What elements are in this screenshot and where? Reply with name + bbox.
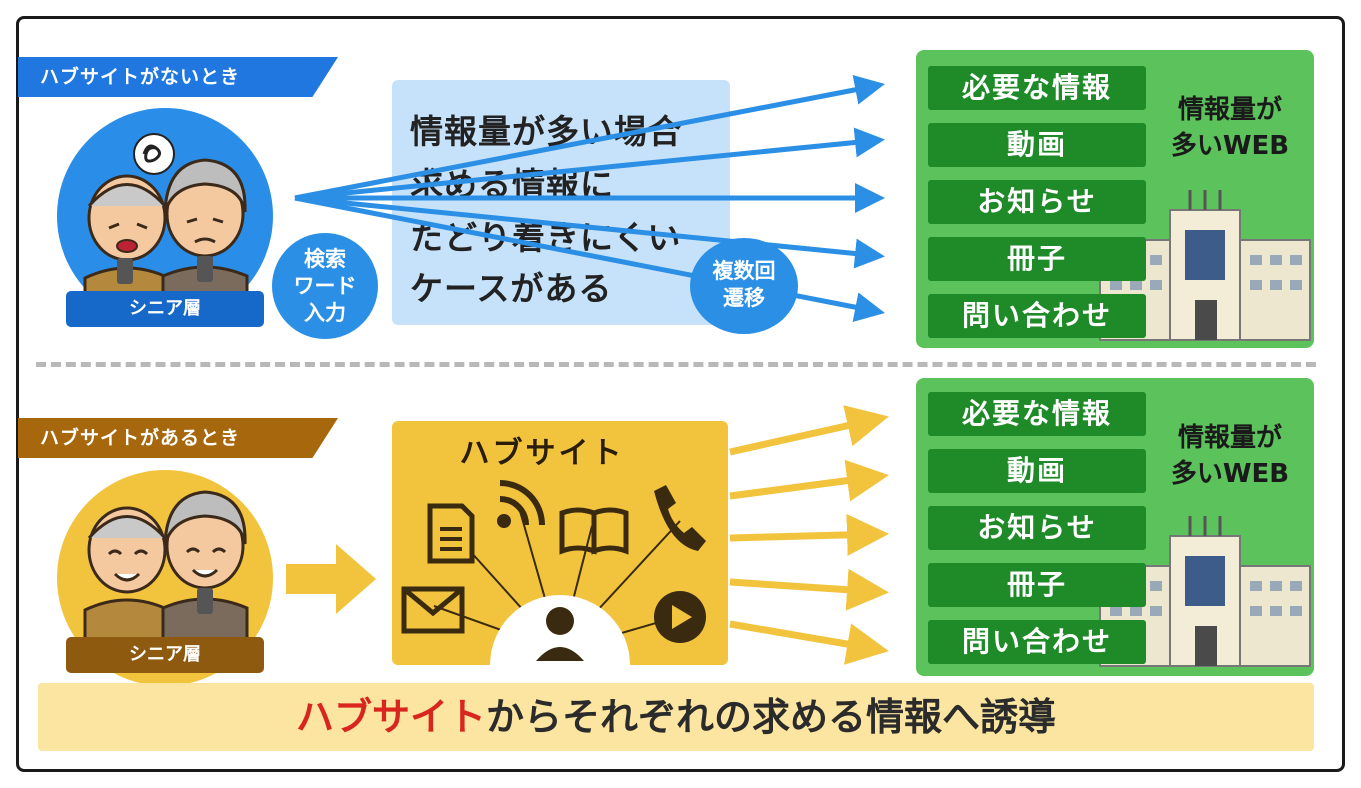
bubble-search-line-3: 入力: [304, 301, 346, 325]
phone-icon: [654, 485, 706, 551]
web-item-necessary-info: 必要な情報: [928, 66, 1146, 110]
web-title-bottom-line-1: 情報量が: [1177, 423, 1282, 453]
tag-no-hub: ハブサイトがないとき: [18, 57, 338, 97]
rss-icon: [497, 480, 545, 528]
mail-icon: [401, 586, 465, 634]
section-divider: [36, 362, 1316, 367]
footer-rest: からそれぞれの求める情報へ誘導: [486, 695, 1057, 739]
web-item-booklet: 冊子: [928, 237, 1146, 281]
web-item-video-bottom: 動画: [928, 449, 1146, 493]
footer-message: ハブサイトからそれぞれの求める情報へ誘導: [38, 683, 1314, 751]
building-icon: [1099, 190, 1311, 341]
bubble-multiple-transitions: 複数回 遷移: [690, 238, 798, 334]
bubble-transition-line-1: 複数回: [712, 259, 776, 283]
footer-highlight: ハブサイト: [295, 695, 486, 739]
senior-label-bottom: シニア層: [66, 637, 264, 673]
confused-thought-icon: [133, 133, 175, 175]
book-icon: [559, 507, 629, 555]
info-box: [392, 80, 730, 325]
web-item-news-bottom: お知らせ: [928, 506, 1146, 550]
web-title-bottom-line-2: 多いWEB: [1170, 459, 1290, 489]
senior-label-top: シニア層: [66, 291, 264, 327]
document-icon: [427, 503, 475, 564]
web-item-news: お知らせ: [928, 180, 1146, 224]
web-item-video: 動画: [928, 123, 1146, 167]
bubble-search-word: 検索 ワード 入力: [272, 233, 378, 339]
hub-site-title: ハブサイト: [459, 436, 625, 471]
bubble-search-line-2: ワード: [293, 274, 357, 298]
user-icon: [536, 607, 584, 661]
web-title-bottom: 情報量が 多いWEB: [1150, 420, 1310, 492]
info-line-4: ケースがある: [410, 269, 613, 308]
web-title-line-2: 多いWEB: [1170, 131, 1290, 161]
web-title-top: 情報量が 多いWEB: [1150, 92, 1310, 164]
web-item-necessary-info-bottom: 必要な情報: [928, 392, 1146, 436]
web-title-line-1: 情報量が: [1177, 95, 1282, 125]
bubble-search-line-1: 検索: [304, 247, 346, 271]
web-item-inquiry: 問い合わせ: [928, 294, 1146, 338]
footer-band: [38, 683, 1314, 751]
tag-with-hub: ハブサイトがあるとき: [18, 418, 338, 458]
web-item-booklet-bottom: 冊子: [928, 563, 1146, 607]
hub-entry-arrow: [286, 544, 376, 614]
hub-site-illustration: [401, 480, 706, 665]
web-item-inquiry-bottom: 問い合わせ: [928, 620, 1146, 664]
bubble-transition-line-2: 遷移: [723, 286, 765, 310]
play-icon: [654, 591, 706, 643]
